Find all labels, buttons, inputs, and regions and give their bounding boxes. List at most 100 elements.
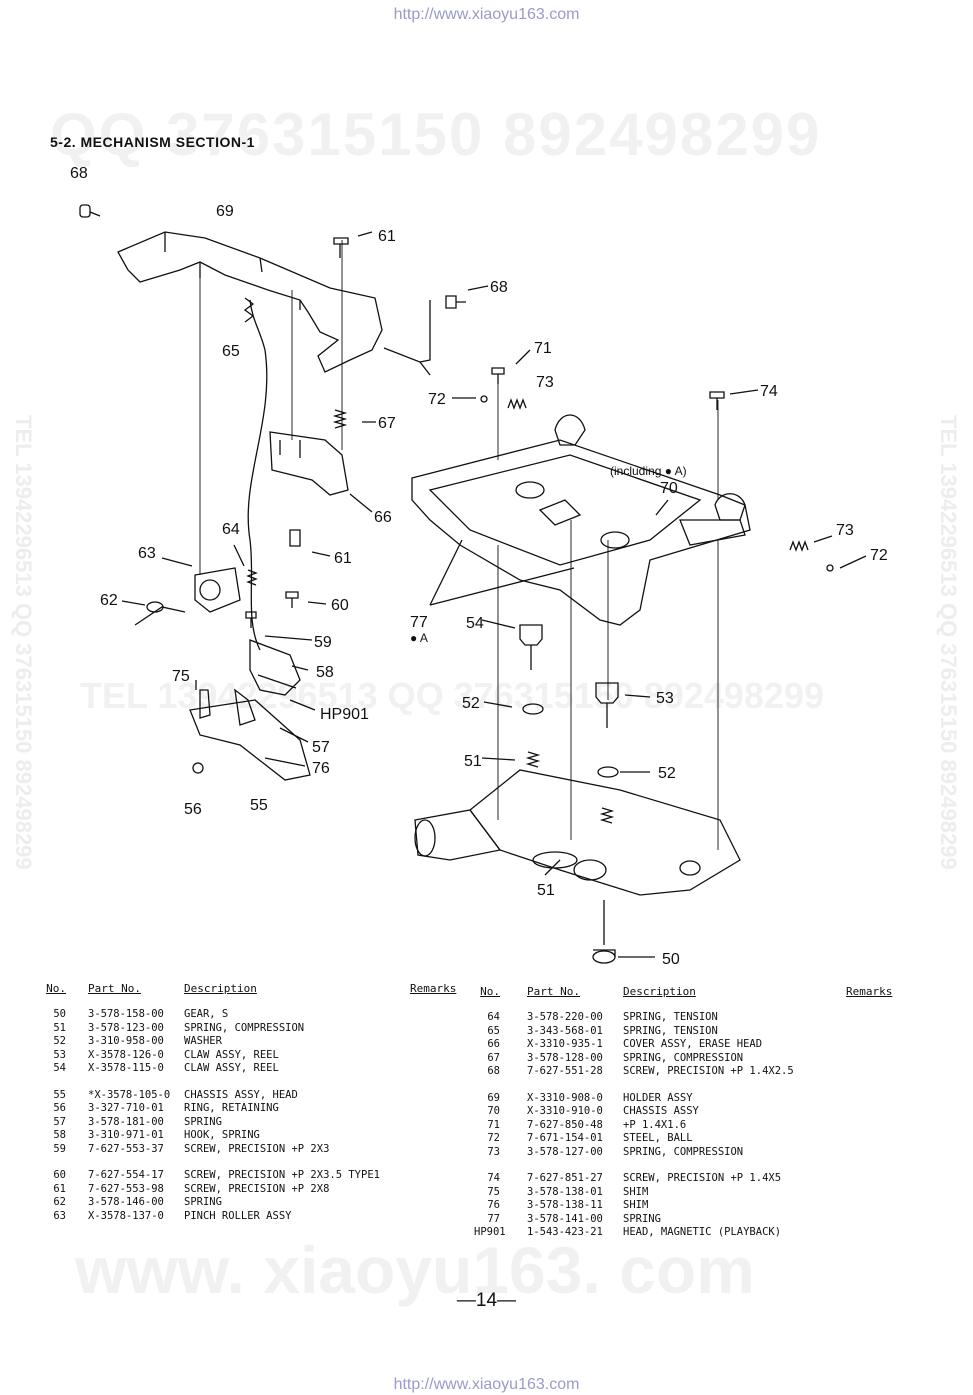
part-description: PINCH ROLLER ASSY [184, 1209, 292, 1222]
part-number: X-3310-908-0 [527, 1091, 603, 1104]
callout-50: 50 [662, 951, 680, 968]
part-ref-no: 76 [487, 1199, 500, 1211]
page-number: —14— [456, 1290, 517, 1311]
callout-64: 64 [222, 521, 240, 538]
watermark-site: www. xiaoyu163. com [75, 1233, 755, 1307]
part-ref-no: 50 [53, 1008, 66, 1020]
part-number: 3-578-138-11 [527, 1199, 603, 1211]
part-description: SCREW, PRECISION +P 2X3.5 TYPE1 [184, 1169, 380, 1181]
callout-74: 74 [760, 383, 778, 400]
watermark-qq: QQ 376315150 892498299 [50, 101, 822, 168]
callout-55: 55 [250, 797, 268, 814]
callout-73a: 73 [536, 374, 554, 391]
watermark-tel: TEL 13942296513 QQ 376315150 892498299 [80, 675, 824, 716]
part-ref-no: 73 [487, 1145, 500, 1158]
header-description: Description [623, 985, 696, 998]
watermark-side-left: TEL 13942296513 QQ 376315150 892498299 [11, 415, 36, 870]
callout-59: 59 [314, 634, 332, 651]
part-ref-no: 69 [487, 1091, 500, 1104]
part-number: 3-578-128-00 [527, 1051, 603, 1064]
callout-66: 66 [374, 509, 392, 526]
part-number: 3-327-710-01 [88, 1102, 164, 1114]
part-ref-no: 65 [487, 1024, 500, 1037]
part-number: 3-578-220-00 [527, 1011, 603, 1023]
part-number: 3-310-971-01 [88, 1129, 164, 1141]
callout-77: 77 [410, 614, 428, 631]
a-mark-note: ● A [410, 631, 428, 645]
part-number: 3-578-123-00 [88, 1021, 164, 1034]
callout-65: 65 [222, 343, 240, 360]
callout-61a: 61 [378, 228, 396, 245]
callout-69: 69 [216, 203, 234, 220]
callout-51b: 51 [537, 882, 555, 899]
part-ref-no: 53 [53, 1048, 66, 1061]
header-description: Description [184, 982, 257, 995]
part-description: SCREW, PRECISION +P 2X8 [184, 1182, 330, 1195]
part-description: RING, RETAINING [184, 1102, 279, 1114]
header-no: No. [46, 982, 66, 995]
callout-51a: 51 [464, 753, 482, 770]
part-description: HOLDER ASSY [623, 1091, 693, 1104]
part-description: SPRING, COMPRESSION [623, 1051, 744, 1064]
part-number: 7-627-553-37 [88, 1142, 164, 1155]
header-no: No. [480, 985, 500, 998]
part-description: SCREW, PRECISION +P 1.4X2.5 [623, 1065, 794, 1077]
part-number: X-3310-910-0 [527, 1105, 603, 1117]
callout-72b: 72 [870, 547, 888, 564]
callout-70: 70 [660, 480, 678, 497]
callout-58: 58 [316, 664, 334, 681]
part-number: 3-310-958-00 [88, 1035, 164, 1047]
callout-62: 62 [100, 592, 118, 609]
callout-73b: 73 [836, 522, 854, 539]
header-remarks: Remarks [846, 985, 893, 998]
section-title: 5-2. MECHANISM SECTION-1 [50, 134, 255, 150]
part-description: COVER ASSY, ERASE HEAD [623, 1038, 763, 1050]
parts-list-right: No. Part No. Description Remarks 64 3-578… [474, 985, 904, 1240]
callout-67: 67 [378, 415, 396, 432]
part-number: 3-578-146-00 [88, 1196, 164, 1208]
part-description: CLAW ASSY, REEL [184, 1048, 279, 1061]
header-part-no: Part No. [527, 985, 580, 998]
part-description: SPRING, COMPRESSION [623, 1145, 744, 1158]
part-number: 7-627-851-27 [527, 1172, 603, 1184]
parts-row: 53 X-3578-126-0 CLAW ASSY, REEL [36, 1049, 464, 1063]
group-gap [36, 1076, 464, 1089]
part-ref-no: 56 [53, 1102, 66, 1114]
part-ref-no: 68 [487, 1065, 500, 1077]
part-number: 1-543-423-21 [527, 1226, 603, 1238]
callout-hp901: HP901 [320, 706, 369, 723]
callout-52a: 52 [462, 695, 480, 712]
parts-row: 73 3-578-127-00 SPRING, COMPRESSION [474, 1146, 904, 1160]
part-ref-no: 67 [487, 1051, 500, 1064]
part-ref-no: 64 [487, 1011, 500, 1023]
part-description: SPRING, COMPRESSION [184, 1021, 305, 1034]
including-a-note: (including ● A) [610, 464, 687, 478]
part-number: 3-578-127-00 [527, 1145, 603, 1158]
group-gap [474, 1159, 904, 1172]
header-url[interactable]: http://www.xiaoyu163.com [393, 6, 580, 23]
part-ref-no: 52 [53, 1035, 66, 1047]
part-ref-no: 60 [53, 1169, 66, 1181]
part-description: CHASSIS ASSY, HEAD [184, 1088, 298, 1101]
part-number: 7-627-850-48 [527, 1118, 603, 1131]
part-number: *X-3578-105-0 [88, 1088, 171, 1101]
part-number: X-3578-126-0 [88, 1048, 164, 1061]
callout-60: 60 [331, 597, 349, 614]
part-number: 7-671-154-01 [527, 1132, 603, 1144]
footer-url[interactable]: http://www.xiaoyu163.com [393, 1376, 580, 1393]
part-ref-no: 77 [487, 1212, 500, 1225]
part-ref-no: 54 [53, 1062, 66, 1074]
part-description: SCREW, PRECISION +P 1.4X5 [623, 1172, 782, 1184]
part-ref-no: 75 [487, 1185, 500, 1198]
part-number: 3-578-141-00 [527, 1212, 603, 1225]
part-ref-no: 72 [487, 1132, 500, 1144]
part-description: GEAR, S [184, 1008, 229, 1020]
part-description: CHASSIS ASSY [623, 1105, 699, 1117]
